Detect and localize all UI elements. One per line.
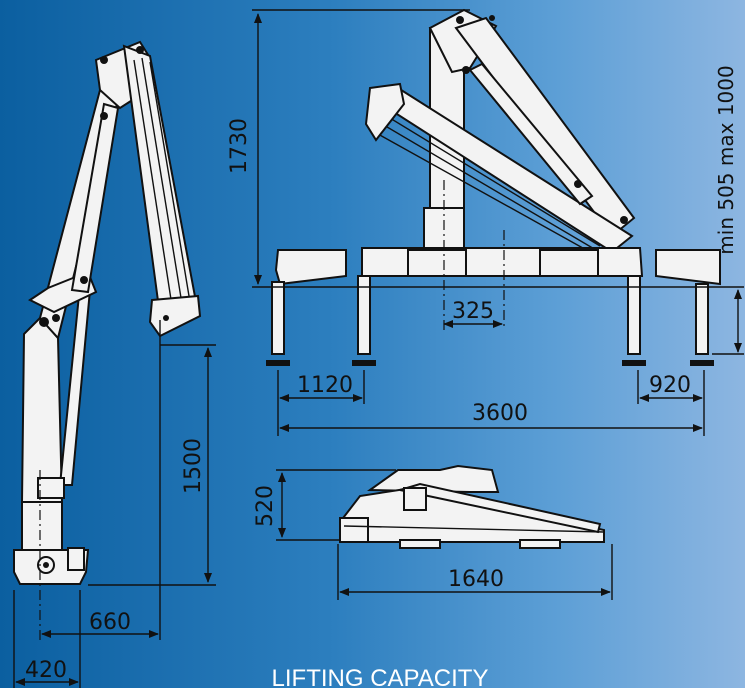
folded-boom: [399, 482, 602, 534]
front-base-box-left: [407, 249, 467, 277]
dim-325: 325: [452, 299, 494, 324]
side-column: [21, 501, 63, 551]
foot-pad-1: [266, 360, 290, 366]
dim-1730: 1730: [227, 118, 252, 174]
foot-pad-4: [690, 360, 714, 366]
folded-foot-1: [399, 539, 441, 549]
foot-pad-2: [352, 360, 376, 366]
cylinder-mount: [37, 477, 65, 499]
side-dimensions: 1500 660 420: [13, 320, 216, 688]
leg-inner-right: [627, 275, 641, 355]
side-boom-tip: [148, 294, 202, 338]
folded-box: [403, 487, 427, 511]
foot-pad-3: [622, 360, 646, 366]
outrigger-arm-right: [655, 249, 721, 286]
base-bracket: [67, 547, 85, 571]
side-link-arm: [70, 102, 120, 294]
folded-head: [366, 464, 500, 493]
front-view-crane: [266, 8, 721, 366]
side-view-crane: [13, 40, 202, 640]
front-boom-tip: [364, 82, 406, 142]
dim-660: 660: [89, 610, 131, 635]
dim-920: 920: [649, 373, 691, 398]
outrigger-arm-left: [274, 249, 347, 286]
folded-dimensions: 520 1640: [253, 469, 613, 600]
dim-3600: 3600: [472, 401, 528, 426]
dim-1640: 1640: [448, 567, 504, 592]
dim-1120: 1120: [297, 373, 353, 398]
folded-tip: [339, 517, 369, 543]
caption-lifting-capacity: LIFTING CAPACITY: [272, 665, 489, 688]
dim-stroke: min 505 max 1000: [714, 65, 738, 254]
side-main-arm: [20, 316, 64, 503]
folded-foot-2: [519, 539, 561, 549]
leg-outer-left: [271, 281, 285, 355]
leg-outer-right: [695, 283, 709, 355]
dim-520: 520: [253, 485, 278, 527]
front-base-box-right: [539, 249, 599, 277]
leg-inner-left: [357, 275, 371, 355]
dim-1500: 1500: [181, 438, 206, 494]
front-base-frame: [361, 247, 644, 277]
front-dimensions: 1730 325 1120 920 3600 min 505 max 1000: [227, 9, 744, 436]
front-lift-cylinder: [468, 62, 594, 206]
folded-view-crane: [339, 464, 605, 549]
dim-420: 420: [25, 658, 67, 683]
